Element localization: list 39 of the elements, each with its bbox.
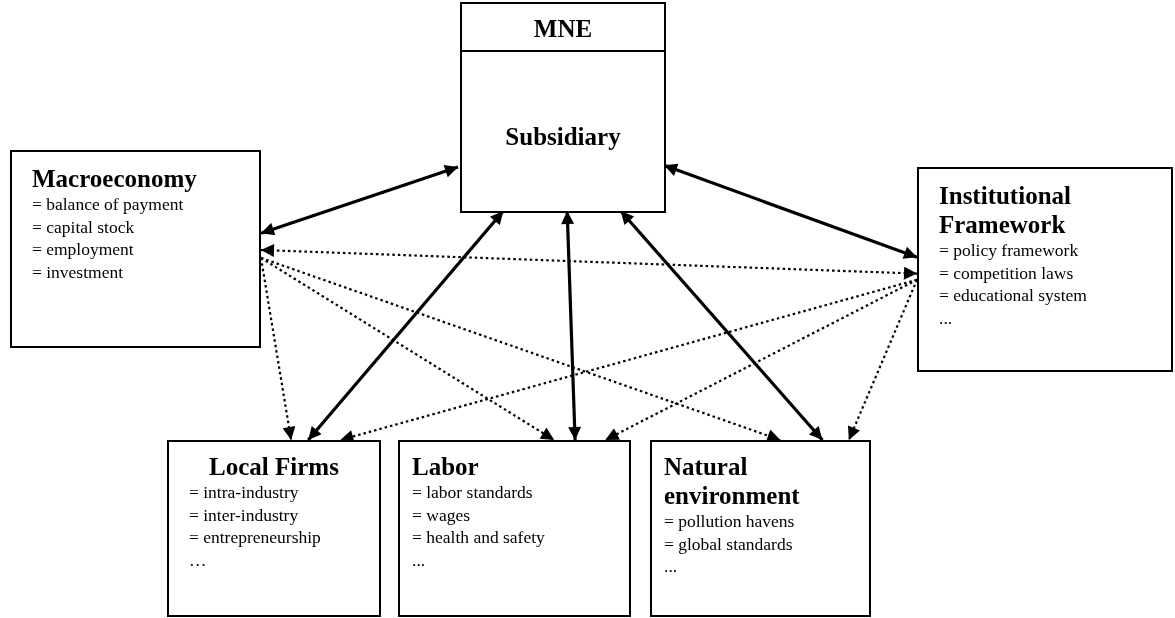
- list-item: ...: [939, 306, 953, 329]
- category-box: [917, 167, 1173, 372]
- arrow: [260, 164, 459, 236]
- category-box: [650, 440, 871, 617]
- list-item: ...: [412, 548, 426, 571]
- list-item: = capital stock: [32, 215, 135, 238]
- arrow: [847, 279, 918, 441]
- company-box: [460, 2, 666, 213]
- list-item: = health and safety: [412, 526, 545, 549]
- list-item: = employment: [32, 238, 134, 261]
- list-item: = policy framework: [939, 239, 1079, 262]
- list-item: ...: [664, 555, 678, 578]
- list-item: = competition laws: [939, 261, 1074, 284]
- box-heading: MNE: [533, 14, 593, 43]
- arrow: [340, 278, 918, 443]
- list-item: = pollution havens: [664, 510, 795, 533]
- arrow: [260, 256, 781, 442]
- arrow: [260, 256, 555, 441]
- box-heading: Subsidiary: [505, 122, 621, 151]
- list-item: = inter-industry: [189, 503, 299, 526]
- list-item: = labor standards: [412, 481, 533, 504]
- box-heading: Macroeconomy: [32, 164, 197, 193]
- list-item: = entrepreneurship: [189, 526, 321, 549]
- list-item: = global standards: [664, 532, 793, 555]
- list-item: = wages: [412, 503, 470, 526]
- category-box: [10, 150, 261, 348]
- arrow: [604, 278, 918, 441]
- category-box: [167, 440, 381, 617]
- list-item: …: [189, 548, 207, 571]
- list-item: = educational system: [939, 284, 1087, 307]
- list-item: = intra-industry: [189, 481, 299, 504]
- category-box: [398, 440, 631, 617]
- box-heading: Labor: [412, 452, 479, 481]
- box-heading: Institutional Framework: [939, 181, 1072, 239]
- list-item: = balance of payment: [32, 193, 184, 216]
- arrow: [260, 243, 918, 280]
- list-item: = investment: [32, 260, 124, 283]
- box-heading: Natural environment: [664, 452, 801, 510]
- box-heading: Local Firms: [209, 452, 339, 481]
